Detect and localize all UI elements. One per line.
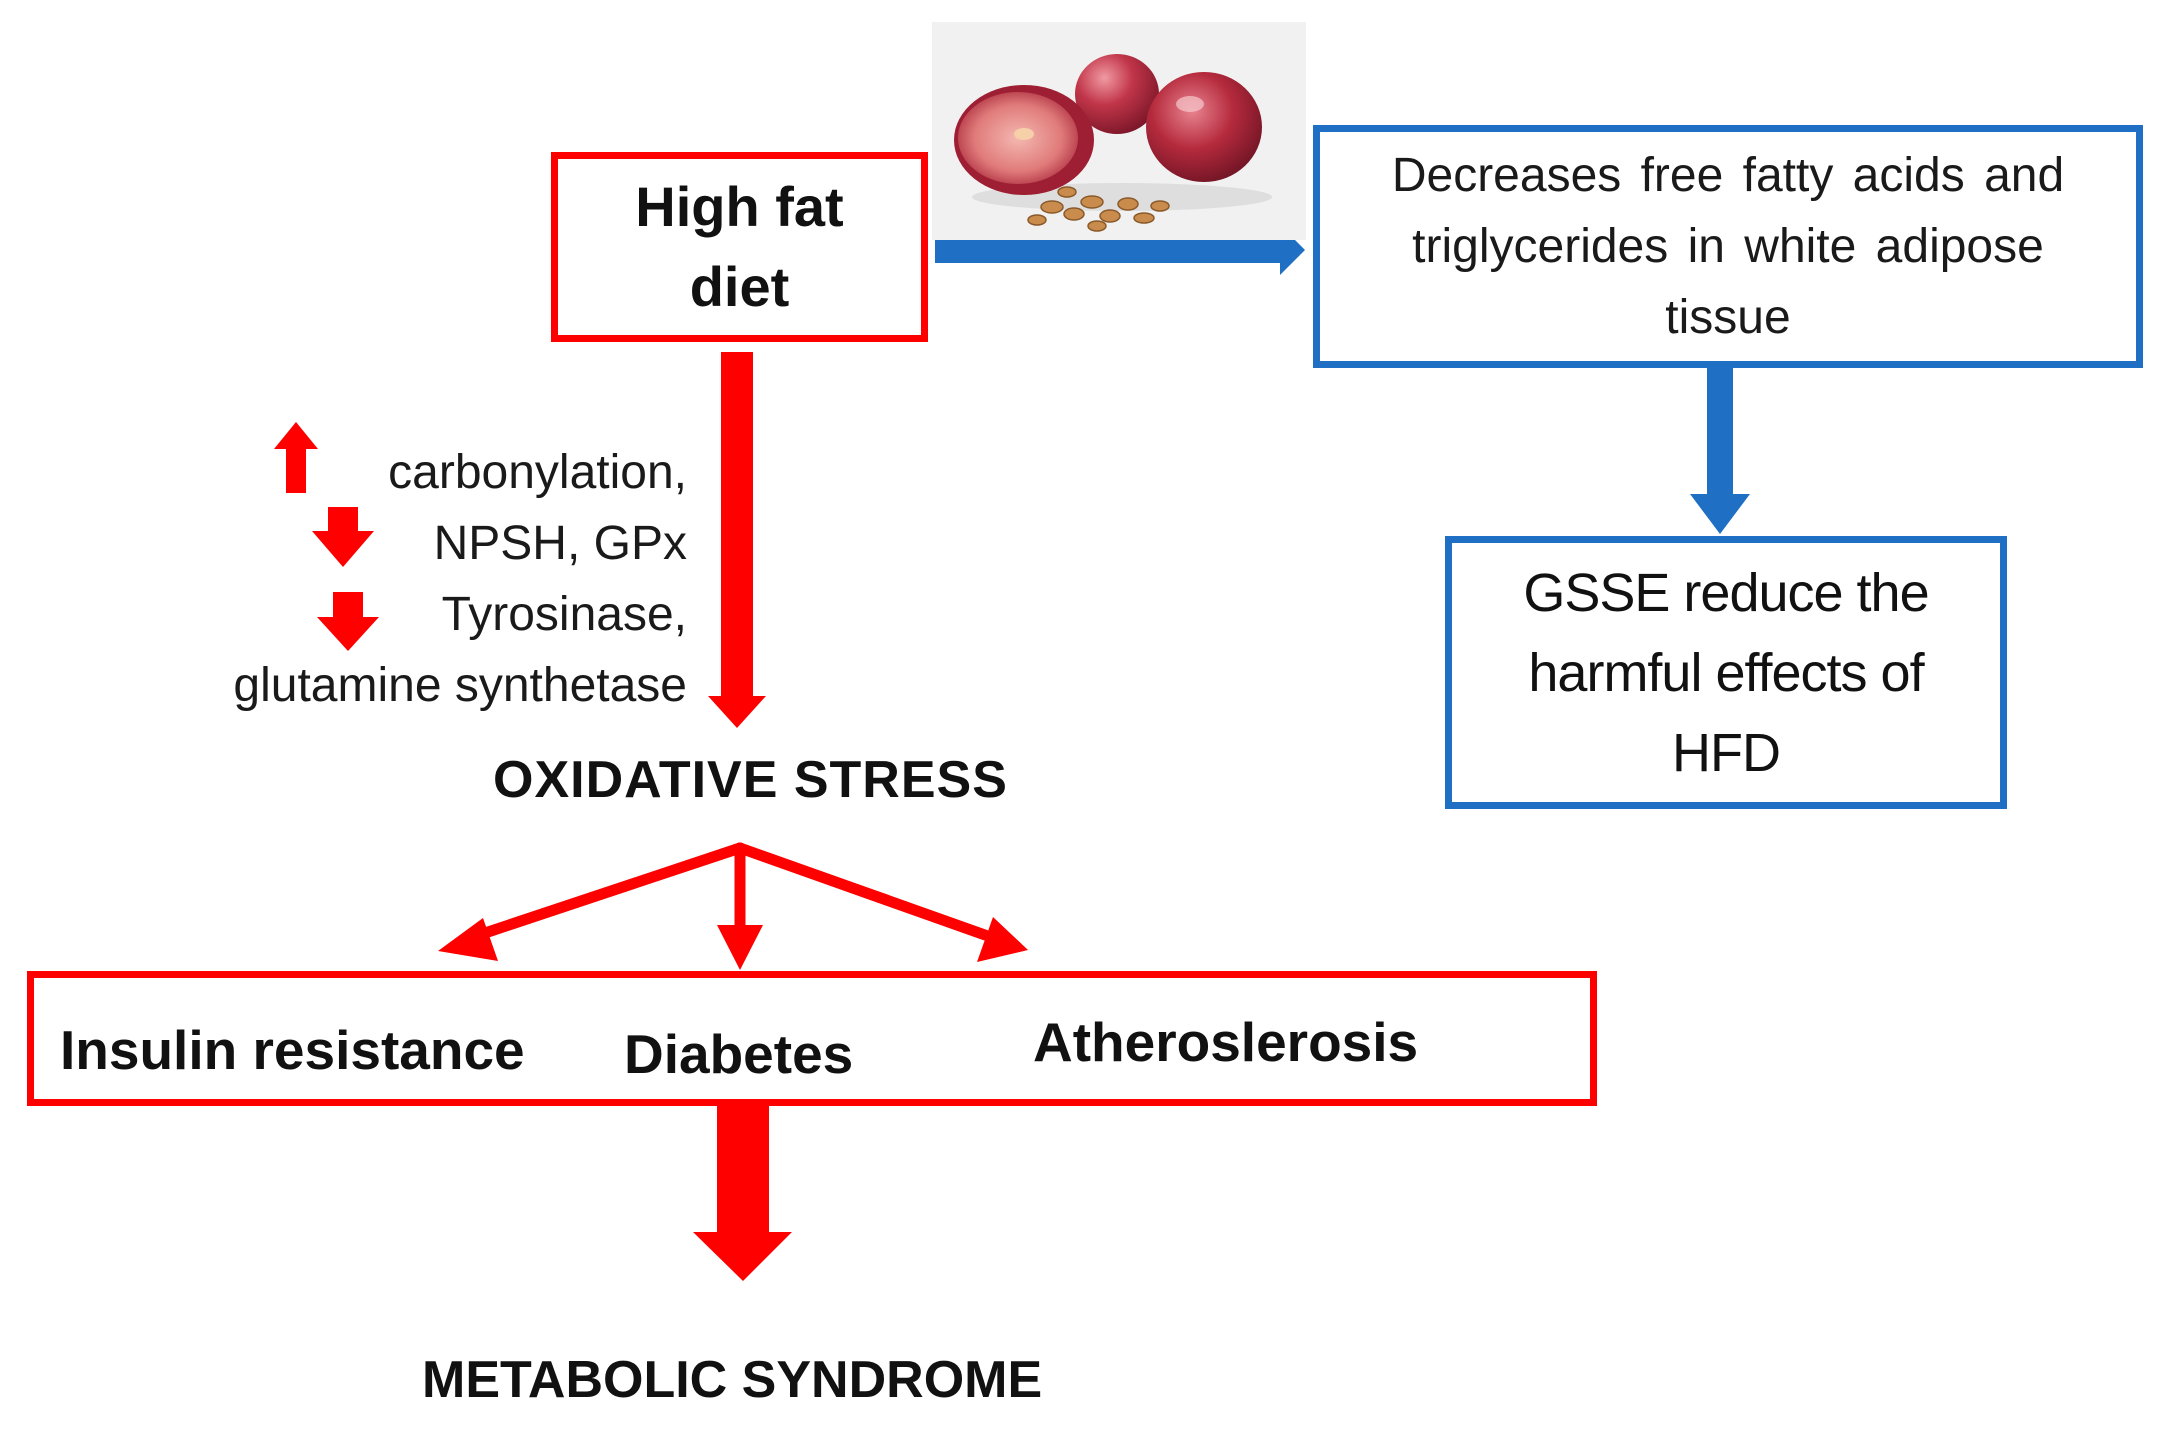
decrease-effect-label: Decreases free fatty acids and triglycer… — [1391, 149, 2065, 344]
outcomes-box: Insulin resistance Diabetes Atherosleros… — [27, 971, 1597, 1106]
gsse-effect-label: GSSE reduce the harmful effects of HFD — [1523, 562, 1929, 783]
gsse-effect-box: GSSE reduce the harmful effects of HFD — [1445, 536, 2007, 809]
marker-item: glutamine synthetase — [233, 659, 687, 712]
outcome-atherosclerosis: Atheroslerosis — [1033, 1011, 1419, 1073]
arrow-hfd-to-oxidative — [708, 352, 766, 728]
outcome-diabetes: Diabetes — [624, 1023, 854, 1085]
marker-item: NPSH, GPx — [433, 517, 687, 570]
metabolic-syndrome-label: METABOLIC SYNDROME — [422, 1351, 1043, 1409]
marker-item: carbonylation, — [388, 446, 687, 499]
arrow-outcomes-to-metabolic — [693, 1104, 792, 1281]
arrow-down-icon — [317, 592, 379, 651]
decrease-effect-box: Decreases free fatty acids and triglycer… — [1313, 125, 2143, 368]
high-fat-diet-label: High fat diet — [635, 175, 844, 318]
oxidative-stress-label: OXIDATIVE STRESS — [493, 751, 1008, 809]
outcome-insulin-resistance: Insulin resistance — [60, 1019, 525, 1081]
arrow-hfd-to-decrease — [935, 225, 1305, 275]
marker-item: Tyrosinase, — [441, 588, 687, 641]
arrow-up-icon — [274, 422, 318, 493]
arrow-down-icon — [312, 507, 374, 567]
high-fat-diet-box: High fat diet — [551, 152, 928, 342]
grape-image — [932, 22, 1306, 240]
arrow-oxidative-branch-heads — [438, 917, 1028, 970]
arrow-oxidative-branches — [470, 842, 991, 942]
stress-markers-list: carbonylation, NPSH, GPx Tyrosinase, glu… — [233, 437, 687, 721]
arrow-decrease-to-gsse — [1690, 368, 1750, 534]
